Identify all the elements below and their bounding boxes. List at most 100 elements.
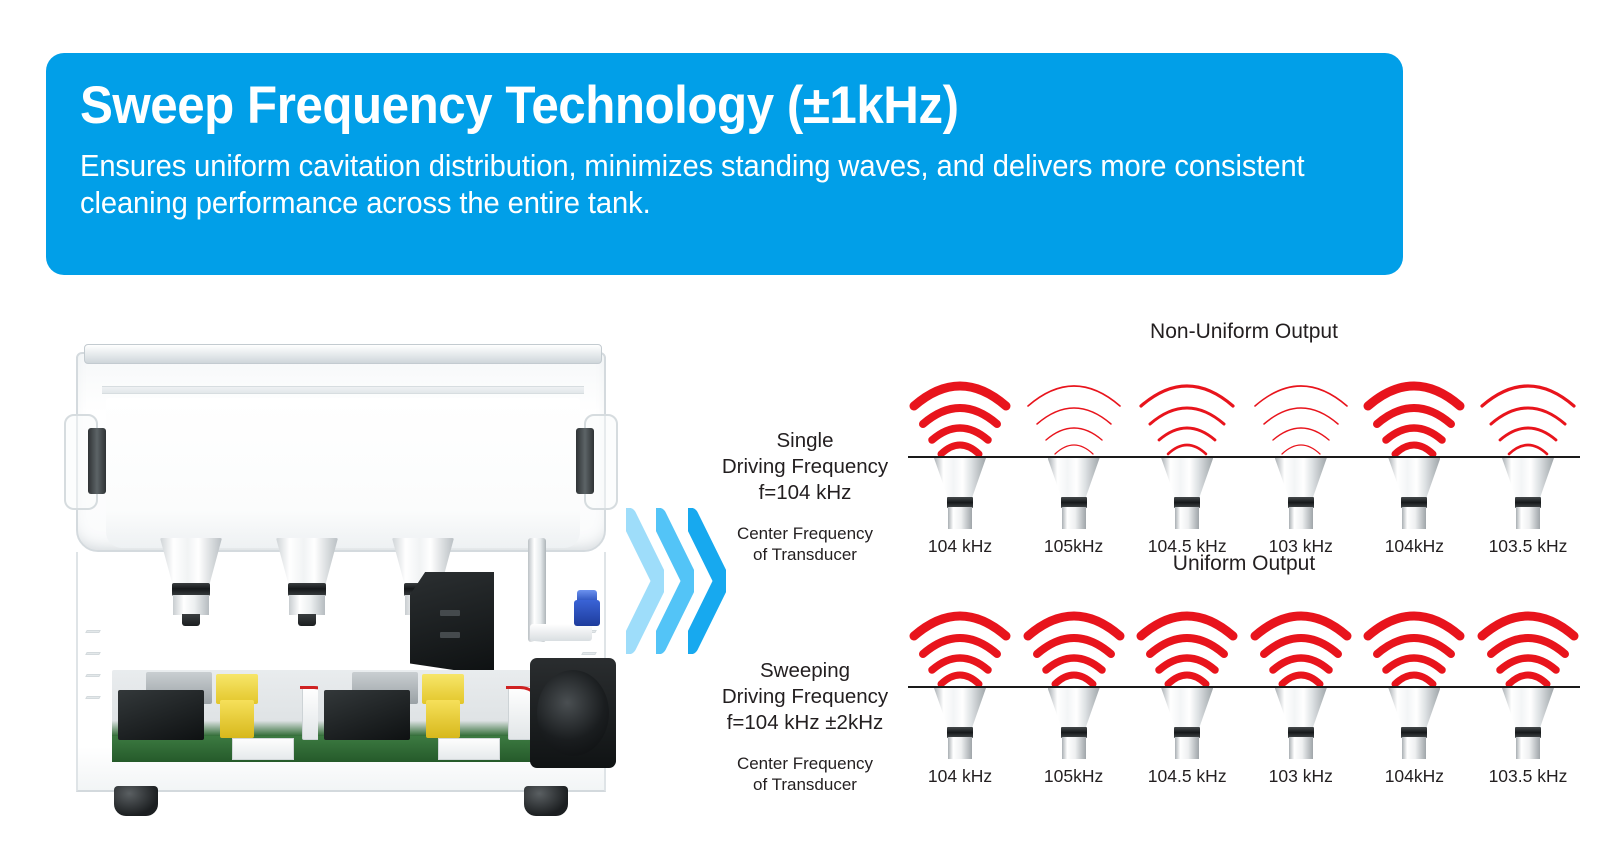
label-line: Driving Frequency [721,685,889,709]
handle-left [88,428,106,494]
wave-icon-strong [1476,602,1580,686]
wave-icon-strong [908,372,1012,456]
transducer-icon [934,458,986,532]
power-inlet-module [410,572,494,676]
drain-valve-knob [577,590,597,602]
transducer-icon [934,688,986,762]
cleaner-tank [64,344,618,552]
wave-icon-strong [908,602,1012,686]
wave-icon-strong [1135,602,1239,686]
frequency-label: 104kHz [1384,766,1445,786]
drain-pipe-assembly [500,520,600,660]
wave-icon-medium [1135,372,1239,456]
frequency-label: 105kHz [1043,766,1104,786]
transducer-unit: 104kHz [1362,570,1466,800]
transducer-unit: 104.5 kHz [1135,340,1239,570]
transducer-unit: 104 kHz [908,570,1012,800]
product-transducer [152,538,230,626]
transducer-icon [1388,688,1441,762]
tank-bottom-line [908,686,1580,688]
row-label-uniform: Sweeping Driving Frequency f=104 kHz ±2k… [700,658,910,796]
wave-icon-medium [1476,372,1580,456]
driver-board [318,670,548,762]
tank-rim [84,344,602,364]
transducer-icon [1047,458,1100,532]
diagram-row-non-uniform: Single Driving Frequency f=104 kHz Cente… [700,340,1580,570]
label-sub-line: of Transducer [753,545,857,565]
transducer-array-non-uniform: 104 kHz [908,340,1580,570]
transducer-icon [1161,688,1214,762]
label-sub-line: Center Frequency [736,753,874,773]
product-image [60,340,630,830]
frequency-label: 103 kHz [1268,766,1333,786]
transducer-unit: 105kHz [1022,340,1126,570]
transducer-unit: 103 kHz [1249,570,1353,800]
drain-valve [574,600,600,626]
product-transducer [268,538,346,626]
vent-slot [85,674,101,677]
header-banner: Sweep Frequency Technology (±1kHz) Ensur… [46,53,1403,275]
transducer-icon [1274,688,1327,762]
label-line: f=104 kHz [758,481,852,505]
frequency-label: 104 kHz [927,536,993,556]
wave-icon-weak [1022,372,1126,456]
wave-icon-strong [1249,602,1353,686]
label-line: Sweeping [759,659,851,682]
frequency-diagram: Non-Uniform Output Single Driving Freque… [700,320,1580,820]
vent-slot [85,630,101,633]
driver-board [112,670,342,762]
tank-bottom-line [908,456,1580,458]
cabinet-foot-right [524,786,568,816]
frequency-label: 104.5 kHz [1147,536,1227,556]
tank-rim-inner [102,386,584,394]
diagram-row-uniform: Sweeping Driving Frequency f=104 kHz ±2k… [700,570,1580,800]
transducer-icon [1161,458,1214,532]
wave-icon-strong [1362,372,1466,456]
page-title: Sweep Frequency Technology (±1kHz) [80,76,959,135]
transducer-unit: 103.5 kHz [1476,570,1580,800]
drain-pipe-horizontal [530,624,592,641]
label-line: Driving Frequency [721,455,889,479]
frequency-label: 105kHz [1043,536,1104,556]
frequency-label: 103.5 kHz [1488,766,1568,786]
label-sub-line: of Transducer [753,775,857,795]
page-subtitle: Ensures uniform cavitation distribution,… [80,149,1305,221]
transducer-unit: 104.5 kHz [1135,570,1239,800]
tank-interior [106,398,580,548]
section-title-non-uniform: Non-Uniform Output [1150,320,1338,343]
frequency-label: 104kHz [1384,536,1445,556]
vent-slot [85,652,101,655]
transducer-unit: 103 kHz [1249,340,1353,570]
label-line: Single [776,429,834,452]
chevron-right-icon [688,508,726,654]
label-line: f=104 kHz ±2kHz [726,711,884,735]
drain-pipe-vertical [528,538,546,642]
chevron-right-icon [656,508,694,654]
wave-icon-weak [1249,372,1353,456]
frequency-label: 103 kHz [1268,536,1333,556]
vent-slot [85,696,101,699]
cabinet-foot-left [114,786,158,816]
fan-blades-icon [537,670,609,756]
cooling-fan [530,658,616,768]
transducer-icon [1274,458,1327,532]
handle-right [576,428,594,494]
transducer-icon [1501,688,1554,762]
section-title-uniform: Uniform Output [1172,552,1316,575]
transducer-array-uniform: 104 kHz [908,570,1580,800]
transducer-unit: 105kHz [1022,570,1126,800]
transducer-icon [1047,688,1100,762]
chevron-right-icon [626,508,664,654]
transducer-unit: 103.5 kHz [1476,340,1580,570]
transducer-icon [1388,458,1441,532]
flow-arrows [626,508,736,654]
transducer-icon [1501,458,1554,532]
frequency-label: 104.5 kHz [1147,766,1227,786]
frequency-label: 104 kHz [927,766,993,786]
label-sub-line: Center Frequency [736,523,874,543]
transducer-unit: 104kHz [1362,340,1466,570]
wave-icon-strong [1362,602,1466,686]
frequency-label: 103.5 kHz [1488,536,1568,556]
wave-icon-strong [1022,602,1126,686]
